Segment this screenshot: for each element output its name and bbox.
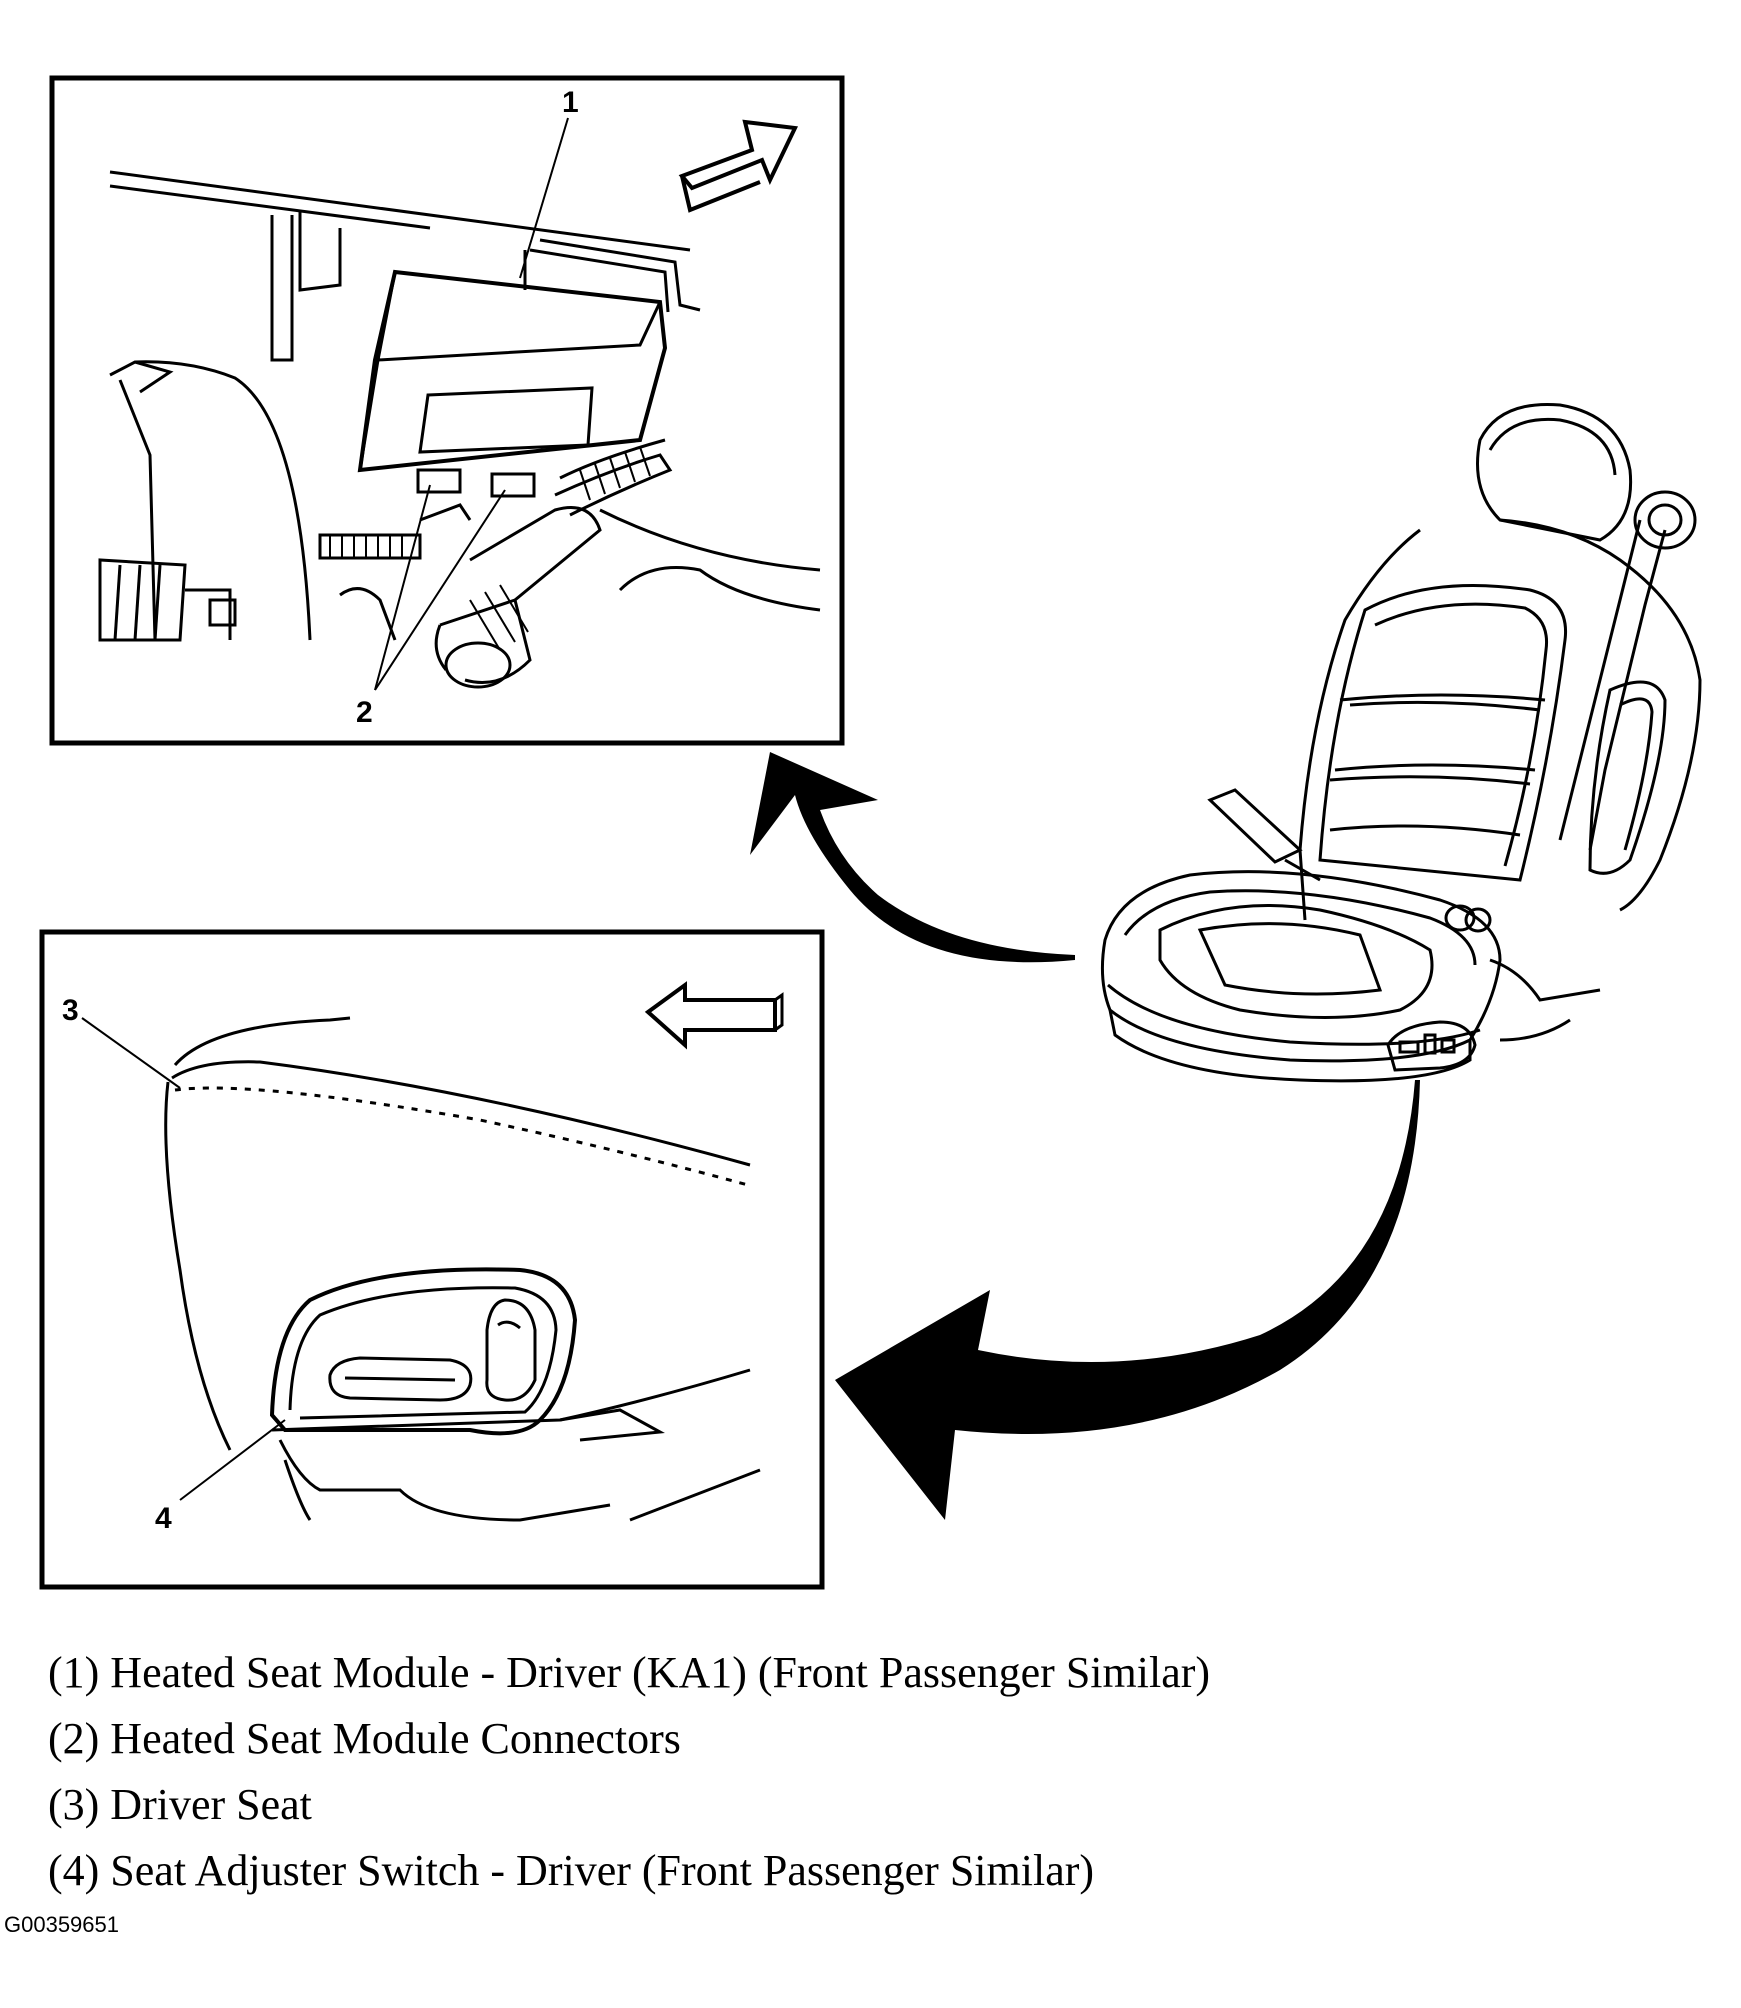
figure-id: G00359651	[4, 1912, 119, 1937]
heated-seat-module	[360, 272, 665, 470]
connector-a	[418, 470, 460, 492]
legend-item-2: (2) Heated Seat Module Connectors	[48, 1714, 681, 1763]
driver-seat-outline	[175, 1018, 350, 1065]
headrest	[1478, 404, 1631, 540]
legend-item-4: (4) Seat Adjuster Switch - Driver (Front…	[48, 1846, 1095, 1895]
seat-illustration	[1102, 404, 1700, 1080]
heated-seat-diagram: 1 2 3 4	[0, 0, 1741, 1620]
callout-4: 4	[155, 1502, 172, 1535]
curved-arrow-to-switch	[835, 1080, 1420, 1520]
curved-arrow-to-module	[750, 752, 1075, 963]
legend-item-3: (3) Driver Seat	[48, 1780, 312, 1829]
legend-item-1: (1) Heated Seat Module - Driver (KA1) (F…	[48, 1648, 1211, 1697]
callout-2: 2	[356, 696, 373, 729]
direction-arrow-left	[648, 985, 775, 1045]
callout-3: 3	[62, 994, 79, 1027]
legend: (1) Heated Seat Module - Driver (KA1) (F…	[48, 1640, 1708, 1904]
switch-inset	[42, 932, 822, 1587]
module-inset	[52, 78, 842, 743]
callout-1: 1	[562, 86, 579, 119]
connector-b	[492, 474, 534, 496]
forward-arrow	[682, 122, 795, 188]
